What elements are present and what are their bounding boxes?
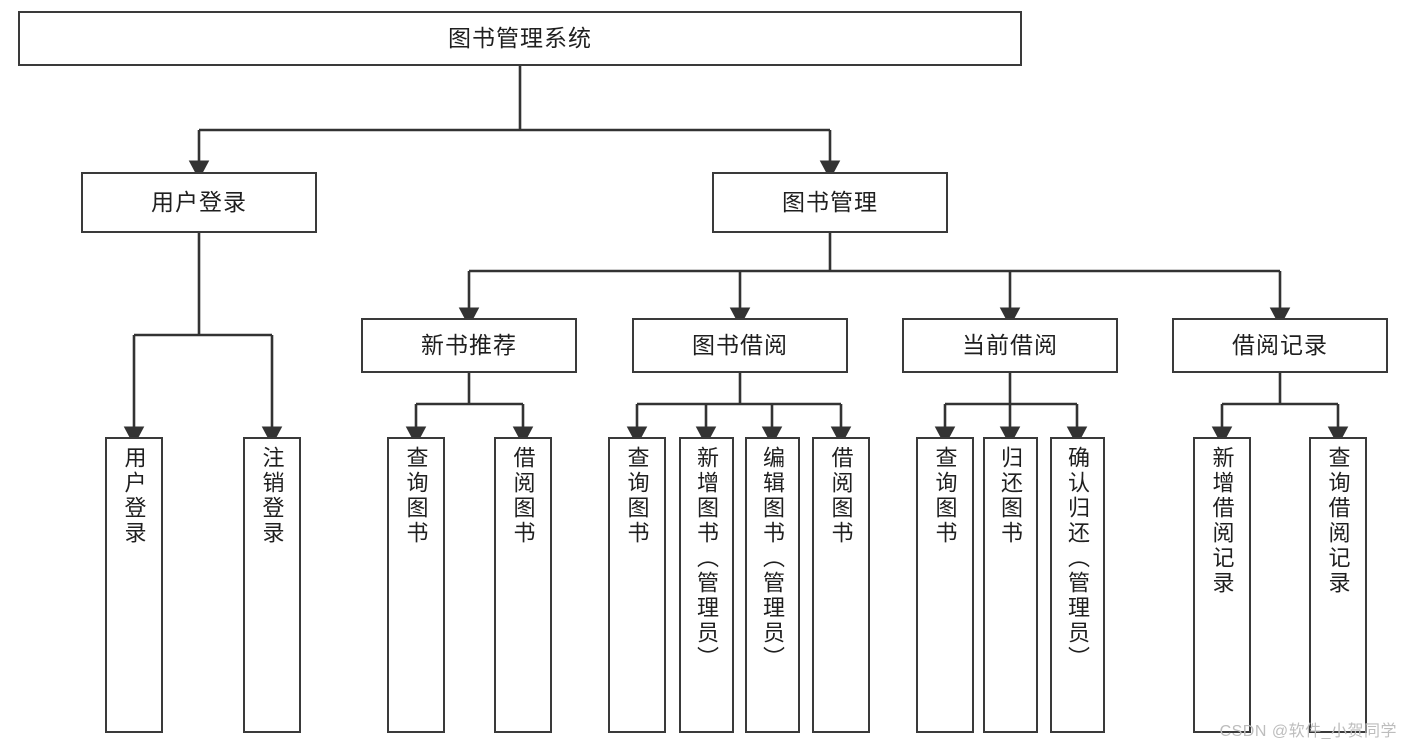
node-book-manage[interactable]: 图书管理 [712,172,948,233]
node-current-borrow-label: 当前借阅 [962,331,1058,358]
node-borrow-record[interactable]: 借阅记录 [1172,318,1388,373]
node-root-label: 图书管理系统 [448,24,592,51]
node-leaf-logout-label: 注销登录 [259,446,285,546]
node-user-login-label: 用户登录 [151,188,247,215]
node-user-login[interactable]: 用户登录 [81,172,317,233]
node-leaf-query-book-2[interactable]: 查询图书 [608,437,666,733]
node-leaf-add-book[interactable]: 新增图书（管理员） [679,437,734,733]
node-book-manage-label: 图书管理 [782,188,878,215]
node-leaf-query-book-3-label: 查询图书 [932,446,958,546]
node-new-book-rec-label: 新书推荐 [421,331,517,358]
node-leaf-query-book-1[interactable]: 查询图书 [387,437,445,733]
node-leaf-add-book-label: 新增图书（管理员） [694,446,720,671]
node-leaf-logout[interactable]: 注销登录 [243,437,301,733]
node-leaf-user-login[interactable]: 用户登录 [105,437,163,733]
node-leaf-confirm-return[interactable]: 确认归还（管理员） [1050,437,1105,733]
node-borrow-record-label: 借阅记录 [1232,331,1328,358]
node-leaf-query-book-1-label: 查询图书 [403,446,429,546]
node-leaf-confirm-return-label: 确认归还（管理员） [1065,446,1091,671]
node-leaf-query-book-3[interactable]: 查询图书 [916,437,974,733]
node-new-book-rec[interactable]: 新书推荐 [361,318,577,373]
node-leaf-user-login-label: 用户登录 [121,446,147,546]
node-leaf-query-record-label: 查询借阅记录 [1325,446,1351,596]
node-current-borrow[interactable]: 当前借阅 [902,318,1118,373]
node-book-borrow-label: 图书借阅 [692,331,788,358]
node-leaf-borrow-book-2[interactable]: 借阅图书 [812,437,870,733]
node-leaf-borrow-book-1-label: 借阅图书 [510,446,536,546]
node-leaf-edit-book[interactable]: 编辑图书（管理员） [745,437,800,733]
node-leaf-add-record[interactable]: 新增借阅记录 [1193,437,1251,733]
node-leaf-borrow-book-1[interactable]: 借阅图书 [494,437,552,733]
node-leaf-edit-book-label: 编辑图书（管理员） [760,446,786,671]
csdn-watermark: CSDN @软件_小贺同学 [1219,723,1397,740]
node-leaf-borrow-book-2-label: 借阅图书 [828,446,854,546]
node-root[interactable]: 图书管理系统 [18,11,1022,66]
node-book-borrow[interactable]: 图书借阅 [632,318,848,373]
node-leaf-return-book-label: 归还图书 [998,446,1024,546]
node-leaf-add-record-label: 新增借阅记录 [1209,446,1235,596]
node-leaf-query-book-2-label: 查询图书 [624,446,650,546]
node-leaf-return-book[interactable]: 归还图书 [983,437,1038,733]
node-leaf-query-record[interactable]: 查询借阅记录 [1309,437,1367,733]
